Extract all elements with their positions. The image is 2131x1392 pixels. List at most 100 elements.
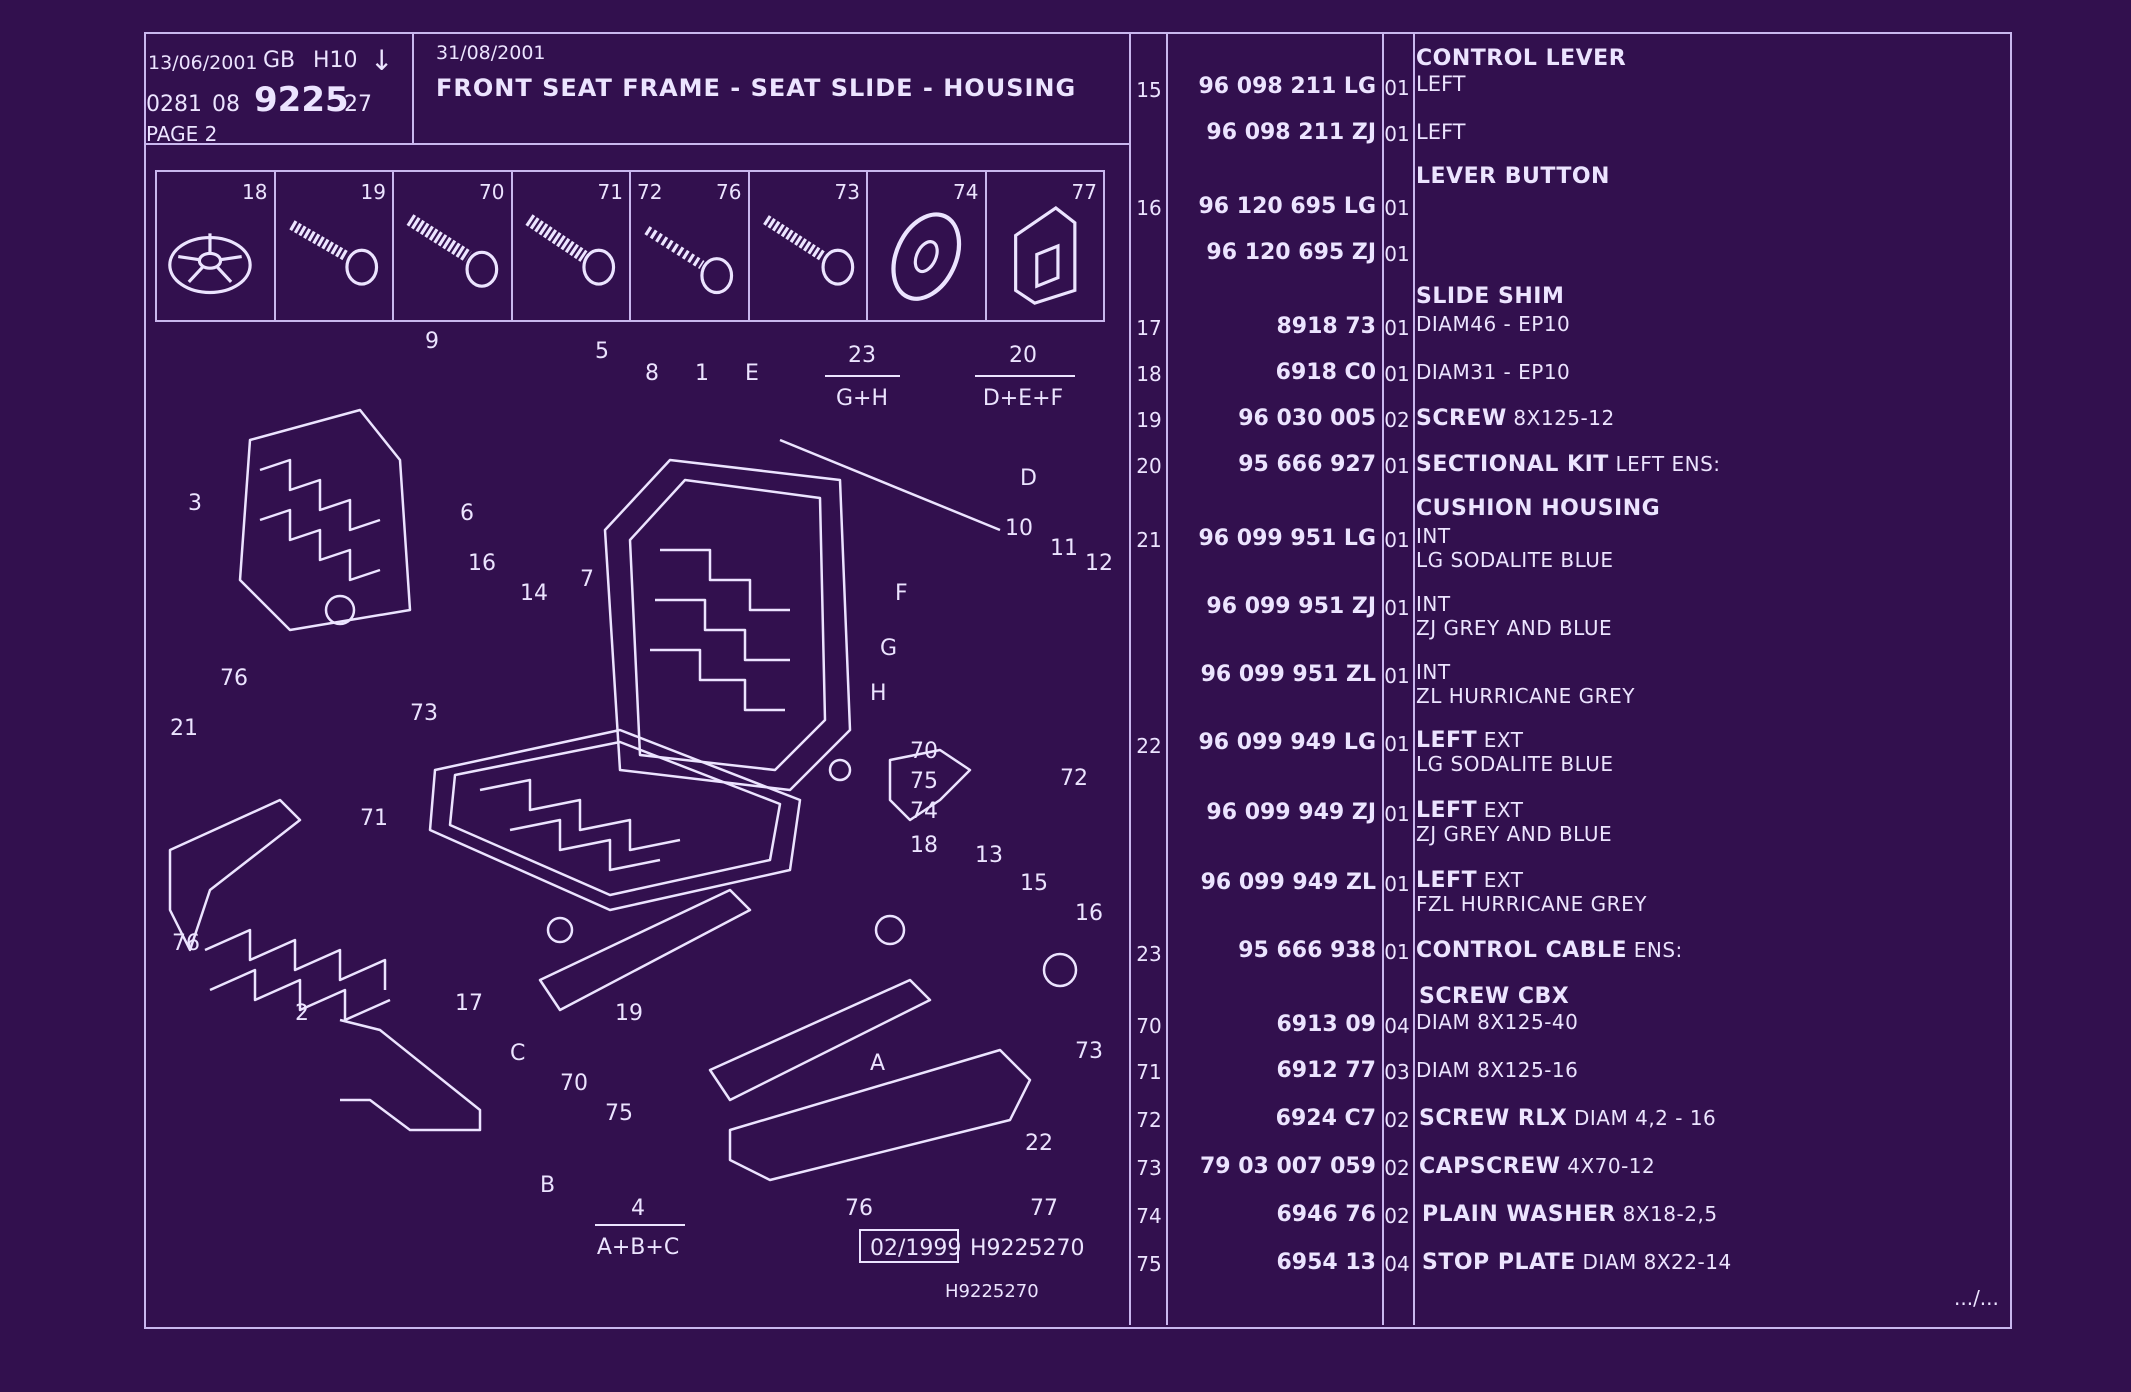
part-reference: 96 099 951 LG xyxy=(1198,526,1376,551)
part-description: DIAM 8X125-16 xyxy=(1416,1058,1579,1082)
exploded-seat-diagram: 9 5 8 1 E 3 6 16 14 7 D 10 11 12 F G H 7… xyxy=(168,330,1113,1302)
page-frame xyxy=(144,32,2012,1329)
callout: 75 xyxy=(910,769,938,794)
part-description: LEFT xyxy=(1416,72,1466,96)
part-quantity: 01 xyxy=(1384,122,1410,146)
callout: 22 xyxy=(1025,1131,1053,1156)
part-description: LEFT xyxy=(1416,120,1466,144)
callout: 76 xyxy=(220,666,248,691)
part-name: CAPSCREW xyxy=(1419,1154,1561,1179)
callout: 17 xyxy=(455,991,483,1016)
part-spec: LEFT ENS: xyxy=(1615,452,1721,476)
qty-column-divider xyxy=(1413,34,1415,1325)
part-quantity: 03 xyxy=(1384,1060,1410,1084)
callout: 76 xyxy=(845,1196,873,1221)
part-spec: 8X125-12 xyxy=(1513,406,1615,430)
part-quantity: 01 xyxy=(1384,362,1410,386)
part-quantity: 01 xyxy=(1384,802,1410,826)
part-description: STOP PLATE DIAM 8X22-14 xyxy=(1422,1250,1732,1275)
wheel-icon xyxy=(168,233,252,295)
part-reference: 6954 13 xyxy=(1276,1250,1376,1275)
capscrew-icon xyxy=(762,215,854,286)
part-reference: 96 030 005 xyxy=(1238,406,1376,431)
part-reference: 95 666 938 xyxy=(1238,938,1376,963)
part-spec: EXT xyxy=(1483,728,1524,752)
thumb-washer: 74 xyxy=(868,172,987,320)
part-reference: 95 666 927 xyxy=(1238,452,1376,477)
callout: 14 xyxy=(520,581,548,606)
part-quantity: 01 xyxy=(1384,242,1410,266)
clip-icon xyxy=(1013,205,1076,305)
callout: 19 xyxy=(615,1001,643,1026)
tapping-screw-icon xyxy=(644,226,734,295)
part-quantity: 01 xyxy=(1384,732,1410,756)
header-ref-main: 9225 xyxy=(254,80,349,120)
mesh-zigzag xyxy=(259,458,381,582)
part-description: INT xyxy=(1416,524,1451,548)
callout: 75 xyxy=(605,1101,633,1126)
part-description: LEFT EXT xyxy=(1416,868,1523,893)
part-reference: 79 03 007 059 xyxy=(1199,1154,1376,1179)
seat-back-frame xyxy=(603,458,852,792)
callout: E xyxy=(745,361,759,386)
part-spec: 8X18-2,5 xyxy=(1622,1202,1718,1226)
part-quantity: 01 xyxy=(1384,872,1410,896)
item-number: 15 xyxy=(1136,78,1162,102)
callout: B xyxy=(540,1173,555,1198)
part-name: LEFT xyxy=(1416,868,1478,893)
page-title: FRONT SEAT FRAME - SEAT SLIDE - HOUSING xyxy=(436,74,1077,102)
thumb-screw-70: 70 xyxy=(394,172,513,320)
part-quantity: 01 xyxy=(1384,664,1410,688)
callout: H xyxy=(870,681,887,706)
screw-icon xyxy=(406,214,499,288)
group-parts: G+H xyxy=(836,386,888,411)
part-quantity: 02 xyxy=(1384,1156,1410,1180)
item-number: 18 xyxy=(1136,362,1162,386)
item-number: 20 xyxy=(1136,454,1162,478)
part-spec: DIAM 8X22-14 xyxy=(1582,1250,1732,1274)
item-number: 70 xyxy=(1136,1014,1162,1038)
item-number: 72 xyxy=(1136,1108,1162,1132)
part-description: DIAM 8X125-40 xyxy=(1416,1010,1579,1034)
item-number: 16 xyxy=(1136,196,1162,220)
group-parts: A+B+C xyxy=(597,1235,679,1260)
header-issue-date: 31/08/2001 xyxy=(436,42,546,64)
callout: D xyxy=(1020,466,1037,491)
header-model: H10 xyxy=(313,48,358,73)
item-number: 22 xyxy=(1136,734,1162,758)
part-quantity: 04 xyxy=(1384,1252,1410,1276)
header-page: PAGE 2 xyxy=(146,122,218,146)
part-reference: 96 099 951 ZL xyxy=(1200,662,1376,687)
callout: 15 xyxy=(1020,871,1048,896)
item-number: 23 xyxy=(1136,942,1162,966)
callout: 3 xyxy=(188,491,202,516)
thumb-label: 19 xyxy=(360,180,386,204)
part-reference: 96 120 695 LG xyxy=(1198,194,1376,219)
thumb-label: 72 xyxy=(637,180,663,204)
callout: 11 xyxy=(1050,536,1078,561)
part-description: CONTROL CABLE ENS: xyxy=(1416,938,1683,963)
thumb-screw-73: 73 xyxy=(750,172,868,320)
rod-d xyxy=(779,438,1001,532)
part-name: PLAIN WASHER xyxy=(1422,1202,1616,1227)
part-quantity: 01 xyxy=(1384,196,1410,220)
header-date: 13/06/2001 xyxy=(148,52,258,74)
part-colour: LG SODALITE BLUE xyxy=(1416,548,1614,572)
callout: 6 xyxy=(460,501,474,526)
washer-icon xyxy=(891,212,962,301)
callout: 13 xyxy=(975,843,1003,868)
part-description: INT xyxy=(1416,660,1451,684)
part-description: PLAIN WASHER 8X18-2,5 xyxy=(1422,1202,1718,1227)
callout: 18 xyxy=(910,833,938,858)
part-reference: 6912 77 xyxy=(1276,1058,1376,1083)
part-description: INT xyxy=(1416,592,1451,616)
part-quantity: 02 xyxy=(1384,1108,1410,1132)
footer-ref: H9225270 xyxy=(970,1236,1085,1261)
item-column-divider xyxy=(1166,34,1168,1325)
part-quantity: 01 xyxy=(1384,528,1410,552)
callout: 73 xyxy=(410,701,438,726)
part-spec: ENS: xyxy=(1633,938,1683,962)
part-reference: 96 099 949 ZJ xyxy=(1206,800,1376,825)
part-name: SECTIONAL KIT xyxy=(1416,452,1609,477)
thumb-label: 70 xyxy=(479,180,505,204)
